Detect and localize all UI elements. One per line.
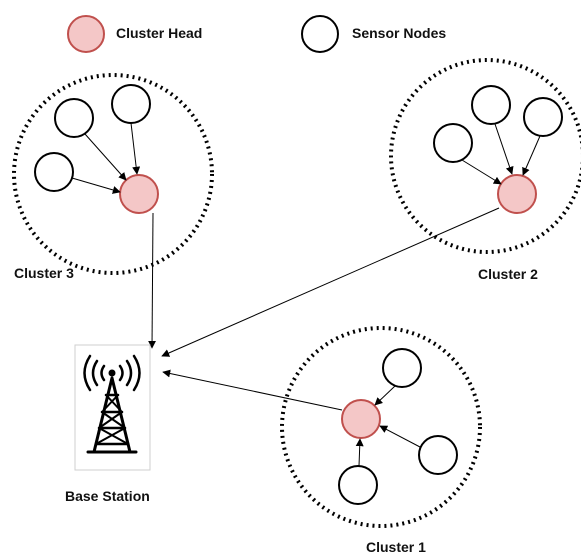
- cluster-2-label: Cluster 2: [478, 266, 538, 282]
- legend-cluster-head-icon: [67, 15, 105, 53]
- sensor-node: [111, 84, 151, 124]
- cluster-2: Cluster 2: [389, 58, 581, 282]
- sensor-node: [471, 85, 511, 125]
- sensor-node: [523, 97, 563, 137]
- legend-cluster-head-label: Cluster Head: [116, 25, 202, 41]
- link-arrow: [379, 425, 421, 448]
- cluster-head: [119, 174, 159, 214]
- cluster-3-label: Cluster 3: [14, 265, 74, 281]
- base-station-label: Base Station: [65, 488, 150, 504]
- cluster-head: [497, 174, 537, 214]
- link-ch3-to-base-station: [148, 212, 157, 349]
- link-arrow: [374, 385, 396, 406]
- cluster-3: Cluster 3: [12, 73, 214, 281]
- sensor-node: [418, 435, 458, 475]
- cluster-3-boundary: [12, 73, 214, 275]
- sensor-node: [34, 152, 74, 192]
- link-arrow: [84, 133, 127, 181]
- link-arrow: [355, 438, 364, 467]
- link-arrow: [522, 135, 541, 176]
- cluster-1-label: Cluster 1: [366, 539, 426, 555]
- link-arrow: [71, 177, 121, 194]
- cluster-2-boundary: [389, 58, 581, 254]
- cluster-1: Cluster 1: [280, 326, 482, 555]
- sensor-node: [338, 465, 378, 505]
- link-ch1-to-base-station: [162, 369, 343, 411]
- sensor-node: [433, 123, 473, 163]
- link-arrow: [130, 122, 141, 175]
- sensor-node: [54, 98, 94, 138]
- link-arrow: [461, 159, 502, 185]
- legend-sensor-nodes-label: Sensor Nodes: [352, 25, 446, 41]
- legend-sensor-node-icon: [301, 15, 339, 53]
- sensor-node: [382, 348, 422, 388]
- link-ch2-to-base-station: [161, 207, 500, 357]
- link-arrow: [494, 123, 514, 175]
- legend: Cluster Head Sensor Nodes: [67, 15, 446, 53]
- cluster-1-boundary: [280, 326, 482, 528]
- base-station: Base Station: [65, 344, 151, 504]
- radio-tower-icon: [83, 354, 141, 454]
- cluster-head: [341, 399, 381, 439]
